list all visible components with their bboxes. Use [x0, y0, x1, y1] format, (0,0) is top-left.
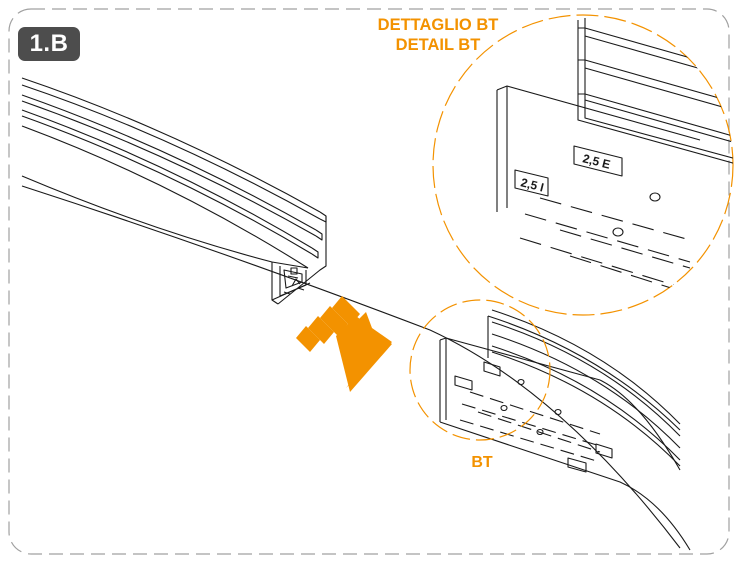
- detail-title: DETTAGLIO BT DETAIL BT: [328, 15, 548, 55]
- detail-circle: [432, 14, 734, 316]
- profile-mark-outer: 2,5 E: [581, 151, 612, 171]
- orange-arrow-icon: [296, 296, 392, 392]
- dashed-frame: [8, 8, 730, 555]
- callout-label: BT: [471, 454, 493, 471]
- profile-mark-inner: 2,5 I: [519, 175, 545, 194]
- detail-title-line2: DETAIL BT: [395, 36, 481, 54]
- callout-circle: [409, 299, 551, 441]
- profile-lower-illustration: [439, 309, 691, 551]
- step-badge: 1.B: [18, 27, 80, 61]
- detail-title-line1: DETTAGLIO BT: [377, 16, 499, 34]
- profile-detail-illustration: [496, 18, 733, 295]
